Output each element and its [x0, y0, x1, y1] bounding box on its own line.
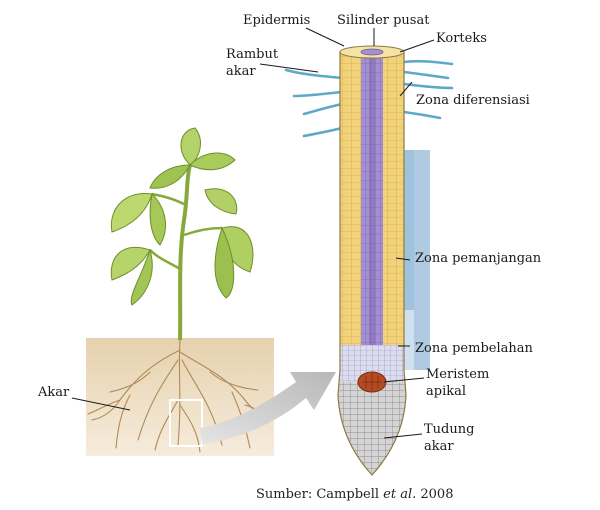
label-zona-diferensiasi: Zona diferensiasi [416, 93, 530, 108]
label-rambut-akar-line2: akar [226, 64, 256, 79]
caption-italic: et al. [383, 487, 416, 502]
leader-lines [71, 27, 435, 439]
label-meristem-line2: apikal [426, 384, 466, 399]
root-hairs [284, 59, 454, 138]
zone-band-division [404, 310, 414, 370]
label-meristem-line1: Meristem [426, 367, 489, 382]
magnify-arrow [200, 372, 336, 444]
root-longitudinal-section [284, 45, 454, 476]
label-tudung-line1: Tudung [424, 422, 474, 437]
label-akar: Akar [37, 385, 70, 400]
zone-band-elongation [404, 150, 414, 310]
label-epidermis: Epidermis [243, 13, 310, 28]
plant-stem [178, 164, 192, 341]
label-tudung-line2: akar [424, 439, 454, 454]
plant-roots [87, 339, 273, 453]
root-tip-highlight [169, 399, 203, 447]
label-zona-pembelahan: Zona pembelahan [415, 341, 534, 356]
label-silinder-pusat: Silinder pusat [337, 13, 430, 28]
plant-leaves [110, 127, 254, 306]
label-zona-pemanjangan: Zona pemanjangan [415, 251, 542, 266]
root-cap [338, 382, 406, 475]
caption-prefix: Sumber: Campbell [256, 487, 383, 502]
label-korteks: Korteks [436, 31, 487, 46]
label-rambut-akar-line1: Rambut [226, 47, 279, 62]
source-caption: Sumber: Campbell et al. 2008 [256, 487, 453, 502]
plant-illustration [86, 127, 274, 456]
caption-suffix: 2008 [416, 487, 453, 502]
